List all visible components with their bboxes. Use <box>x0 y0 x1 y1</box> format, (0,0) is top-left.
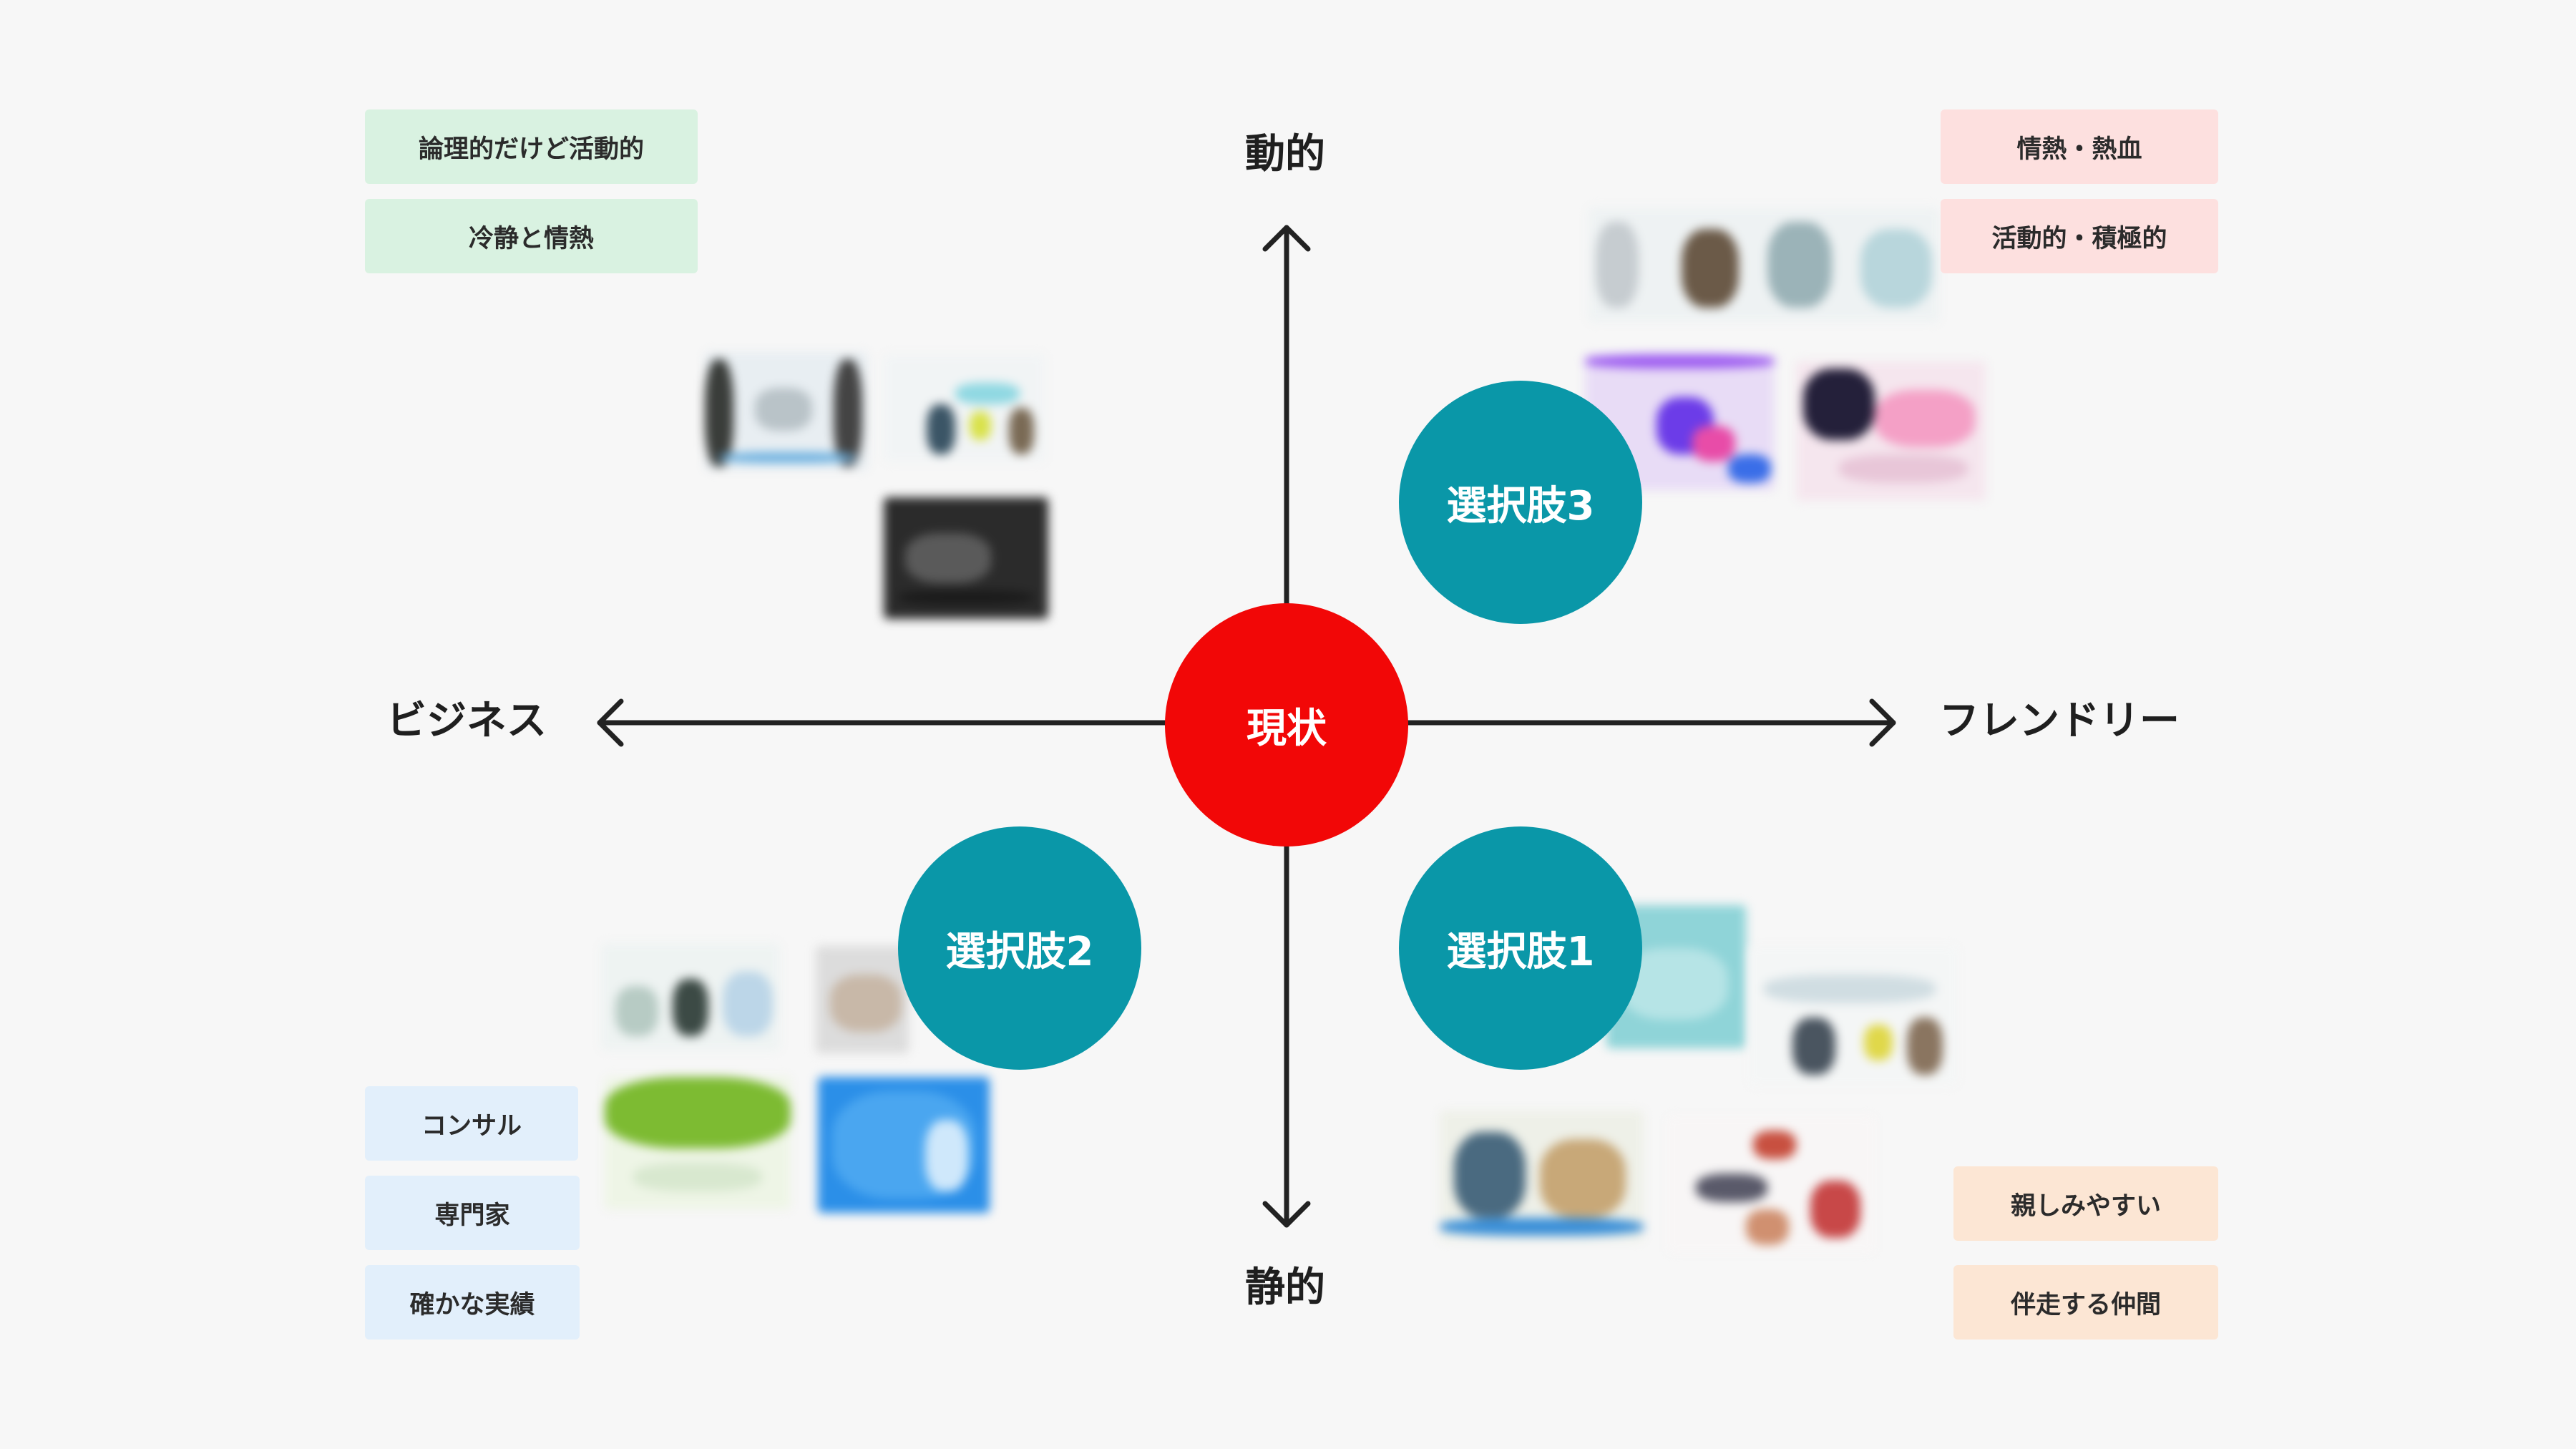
thumbnail-image <box>705 352 868 470</box>
thumbnail-image <box>1585 354 1775 490</box>
thumbnail-image <box>1589 208 1939 322</box>
thumbnail-image <box>818 1077 990 1213</box>
thumbnail-image <box>816 946 909 1053</box>
tag-bottom-right-2: 伴走する仲間 <box>1953 1265 2218 1340</box>
thumbnail-image <box>601 943 780 1050</box>
option-circle-3: 選択肢3 <box>1399 381 1642 624</box>
axis-label-bottom: 静的 <box>1245 1264 1325 1311</box>
axis-label-top: 動的 <box>1245 131 1325 177</box>
tag-top-left-1: 論理的だけど活動的 <box>365 109 698 184</box>
tag-top-right-2: 活動的・積極的 <box>1941 199 2218 273</box>
tag-bottom-right-1: 親しみやすい <box>1953 1166 2218 1241</box>
axis-label-left: ビジネス <box>386 698 547 744</box>
thumbnail-image <box>1440 1111 1644 1241</box>
thumbnail-image <box>884 354 1045 462</box>
current-state-circle: 現状 <box>1165 603 1408 847</box>
axis-label-right: フレンドリー <box>1939 698 2180 744</box>
thumbnail-image <box>605 1077 791 1209</box>
tag-bottom-left-2: 専門家 <box>365 1176 580 1250</box>
thumbnail-image <box>1796 361 1986 501</box>
arrow-up-icon <box>1262 225 1311 252</box>
tag-top-right-1: 情熱・熱血 <box>1941 109 2218 184</box>
arrow-right-icon <box>1869 698 1896 747</box>
tag-top-left-2: 冷静と情熱 <box>365 199 698 273</box>
thumbnail-image <box>1667 1116 1875 1252</box>
thumbnail-image <box>1750 946 1957 1085</box>
option-circle-1: 選択肢1 <box>1399 826 1642 1070</box>
arrow-down-icon <box>1262 1201 1311 1228</box>
option-circle-2: 選択肢2 <box>898 826 1141 1070</box>
tag-bottom-left-3: 確かな実績 <box>365 1265 580 1340</box>
thumbnail-image <box>884 497 1048 619</box>
tag-bottom-left-1: コンサル <box>365 1086 578 1161</box>
arrow-left-icon <box>597 698 624 747</box>
